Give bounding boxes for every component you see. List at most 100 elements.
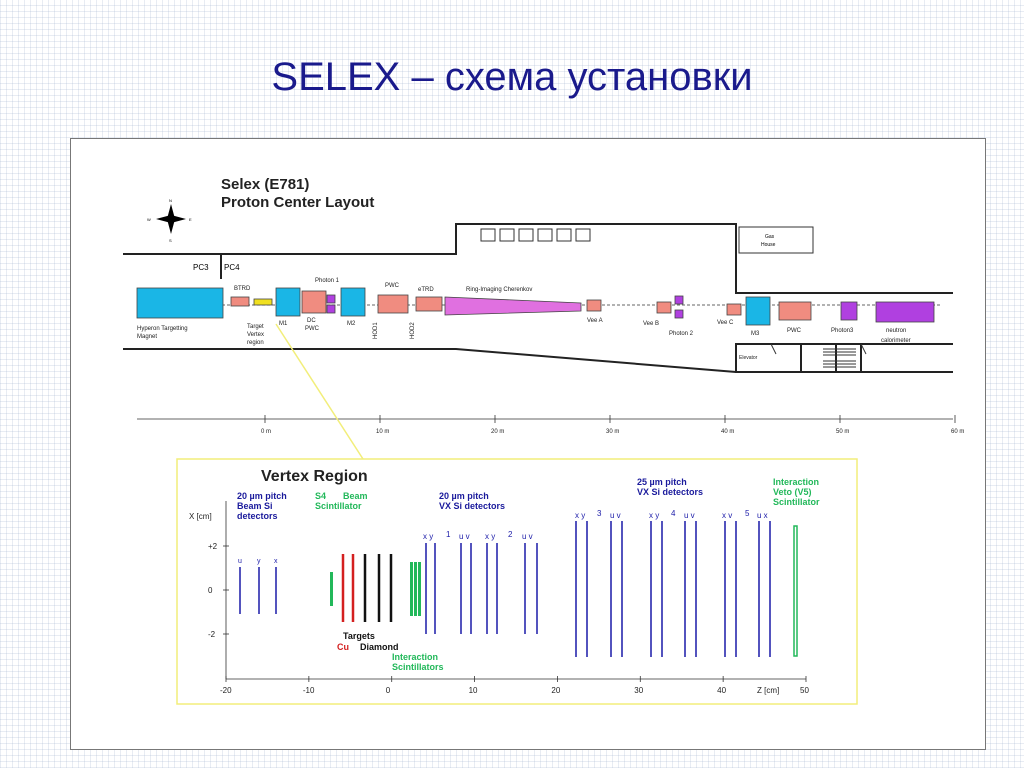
scale-tick-label: 20 m [491,429,504,435]
vertex-y-ticks: +20-2 [208,542,229,639]
g1-num-2: 2 [508,530,513,539]
targets [341,554,393,622]
beam-si-label-3: detectors [237,511,278,521]
vee-c-label: Vee C [717,320,734,326]
m1-label: M1 [279,321,288,327]
g2-xv: x v [722,511,732,520]
pc4-label: PC4 [224,263,240,272]
vertex-region-frame [176,458,858,705]
vx-si-group2 [575,521,771,657]
s4-label-3: Scintillator [315,501,362,511]
int-scint-label-1: Interaction [392,652,438,662]
g2-num-5: 5 [745,509,750,518]
compass-e: E [189,217,192,222]
m1-magnet [275,287,301,317]
target-label-2: Vertex [247,332,264,338]
hod1-label: HOD1 [373,322,379,339]
m2-label: M2 [347,321,356,327]
s4-scintillator [330,572,333,606]
vee-c [726,303,742,316]
photon3-label: Photon3 [831,328,854,334]
beam-si-detectors [239,567,277,614]
selex-diagram: Selex (E781) Proton Center Layout N S W … [123,176,964,705]
beam-det-x: x [274,558,278,565]
gas-house-label-1: Gas [765,234,775,240]
scale-tick-label: 50 m [836,429,849,435]
vx1-label-2: VX Si detectors [439,501,505,511]
etrd [415,296,443,312]
s4-label-2: Beam [343,491,368,501]
beam-det-u: u [238,558,242,565]
cu-label: Cu [337,642,349,652]
dc-label: DC [307,318,316,324]
target [253,298,273,306]
vee-b [656,301,672,314]
x-tick-label: 0 [386,686,391,695]
pwc-m3-label: PWC [787,328,802,334]
y-axis-label: X [cm] [189,512,212,521]
veto-label-3: Scintillator [773,497,820,507]
hyperon-magnet [136,287,224,319]
photon1-a [326,294,336,304]
x-axis-label: Z [cm] [757,686,779,695]
vx-si-group1 [425,543,538,634]
scale-tick-label: 0 m [261,429,271,435]
neutron-label-2: calorimeter [881,338,911,344]
g2-uv-a: u v [610,511,621,520]
target-label-3: region [247,340,264,346]
g2-num-3: 3 [597,509,602,518]
scale-tick-label: 10 m [376,429,389,435]
vx1-label-1: 20 µm pitch [439,491,489,501]
scale-tick-label: 60 m [951,429,964,435]
figure-frame: Selex (E781) Proton Center Layout N S W … [70,138,986,750]
s4-label-1: S4 [315,491,326,501]
vee-a [586,299,602,312]
photon1-b [326,304,336,314]
layout-title-2: Proton Center Layout [221,194,374,211]
wall-windows [480,228,591,242]
vx2-label-1: 25 µm pitch [637,477,687,487]
x-tick-label: 30 [634,686,643,695]
compass-n: N [169,198,172,203]
vee-a-label: Vee A [587,318,603,324]
m3-magnet [745,296,771,326]
target-connector [275,323,364,460]
gas-house-label-2: House [761,242,776,248]
targets-label: Targets [343,631,375,641]
g1-uv-a: u v [459,532,470,541]
vee-b-label: Vee B [643,321,659,327]
g1-uv-b: u v [522,532,533,541]
x-tick-label: 10 [469,686,478,695]
gas-house [738,226,814,254]
dc-pwc [301,290,327,314]
beam-si-label-1: 20 µm pitch [237,491,287,501]
vertex-title: Vertex Region [261,468,368,485]
y-tick-label: 0 [208,586,213,595]
pc3-label: PC3 [193,263,209,272]
g1-xy-b: x y [485,532,495,541]
g2-uv-b: u v [684,511,695,520]
interaction-scintillators [410,562,421,616]
photon2-a [674,295,684,305]
m3-label: M3 [751,331,760,337]
compass-icon: N S W E [147,198,192,243]
photon3 [840,301,858,321]
hyperon-label-2: Magnet [137,334,157,340]
x-tick-label: 50 [800,686,809,695]
compass-w: W [147,217,151,222]
beam-det-y: y [257,558,261,565]
y-tick-label: +2 [208,542,218,551]
diamond-label: Diamond [360,642,399,652]
pwc-top-label: PWC [385,283,400,289]
pwc-m3 [778,301,812,321]
g2-xy-a: x y [575,511,585,520]
m2-magnet [340,287,366,317]
g1-xy-a: x y [423,532,433,541]
int-scint-label-2: Scintillators [392,662,444,672]
layout-title-1: Selex (E781) [221,176,309,193]
elevator-label: Elevator [739,355,758,361]
hod2-label: HOD2 [410,322,416,339]
building-outline [123,223,953,373]
scale-tick-label: 40 m [721,429,734,435]
